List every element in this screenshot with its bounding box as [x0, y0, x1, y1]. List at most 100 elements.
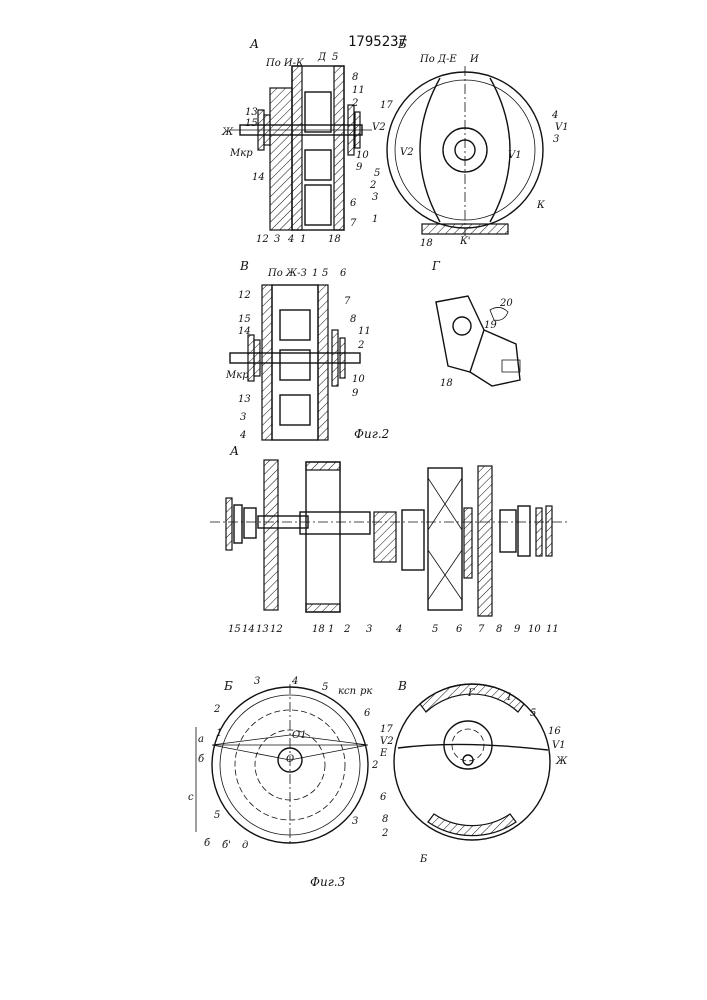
fig2-view-g-sketch: Г 20 19 18	[431, 259, 520, 389]
label-5: 5	[432, 624, 438, 635]
label-5: 5	[530, 708, 536, 719]
label-4: 4	[551, 110, 558, 121]
flange-right-1	[332, 330, 338, 386]
label-10: 10	[528, 624, 541, 635]
upper-block	[305, 92, 331, 132]
upper-block	[280, 310, 310, 340]
label-3-right: 3	[553, 134, 559, 145]
sketch-block	[470, 330, 520, 386]
flange-left-1	[248, 335, 254, 381]
part-1-rotor	[306, 462, 340, 612]
label-6: 6	[364, 708, 371, 719]
part-1-top	[306, 462, 340, 470]
figure-caption-2: Фиг.2	[354, 427, 389, 441]
label-14: 14	[238, 326, 251, 337]
label-5: 5	[374, 168, 380, 179]
label-17: 17	[380, 100, 393, 111]
label-d: Д	[317, 52, 327, 63]
label-17: 17	[380, 724, 393, 735]
label-ksp: ксп	[338, 686, 356, 697]
label-v1-inner: V1	[508, 150, 522, 161]
label-2-right: 2	[371, 760, 378, 771]
label-4: 4	[395, 624, 402, 635]
label-18: 18	[440, 378, 453, 389]
label-b-bottom: б	[204, 838, 211, 849]
label-12: 12	[270, 624, 283, 635]
view-letter: А	[249, 37, 259, 51]
part-7	[478, 466, 492, 616]
label-i: И	[469, 54, 479, 65]
label-6: 6	[456, 624, 463, 635]
part-5	[428, 468, 462, 610]
label-o1: О1	[292, 730, 307, 741]
flange-right-2	[340, 338, 345, 378]
label-6: 6	[380, 792, 387, 803]
chamber-wall-left	[420, 78, 440, 222]
fig3-view-v-circle: В Г 1 5 16 17 V2 E V1 Ж 6 8 2 Б	[379, 679, 568, 865]
rotor-wall-left	[292, 66, 302, 230]
part-9	[518, 506, 530, 556]
label-a: а	[198, 734, 204, 745]
label-5: 5	[322, 268, 328, 279]
label-c: с	[188, 792, 194, 803]
middle-block	[305, 150, 331, 180]
label-11: 11	[546, 624, 559, 635]
view-letter: В	[397, 679, 407, 693]
label-5-bottom: 5	[214, 810, 220, 821]
part-8	[500, 510, 516, 552]
label-b-prime: б'	[222, 840, 231, 851]
part-5-cross	[428, 478, 462, 600]
label-1: 1	[506, 692, 512, 703]
label-18: 18	[328, 234, 341, 245]
view-letter: Б	[397, 37, 407, 51]
label-3: 3	[372, 192, 378, 203]
part-13	[244, 508, 256, 538]
label-8: 8	[496, 624, 502, 635]
part-1-bottom	[306, 604, 340, 612]
label-10: 10	[356, 150, 369, 161]
base-plate	[422, 224, 508, 234]
label-1: 1	[372, 214, 378, 225]
label-rk: рк	[360, 686, 372, 697]
label-14: 14	[252, 172, 265, 183]
label-b: Б	[419, 854, 428, 865]
label-g: Г	[467, 688, 475, 699]
label-12: 12	[238, 290, 251, 301]
label-1: 1	[216, 728, 222, 739]
label-mkr: Мкр	[225, 370, 249, 381]
label-1: 1	[312, 268, 318, 279]
label-15: 15	[238, 314, 251, 325]
label-20: 20	[499, 298, 513, 309]
fig3-view-b-geometry: Б 3 4 5 ксп рк 2 6 1 О1 О 2 а б с 5 3 б …	[188, 676, 378, 851]
fig3-view-a-exploded: А 15 14 13 12 18 1 2 3 4 5 6 7 8 9 10	[210, 444, 570, 635]
section-caption: По Д-Е	[419, 54, 457, 65]
label-2: 2	[351, 98, 358, 109]
label-15: 15	[245, 118, 258, 129]
vane-line	[398, 744, 548, 750]
part-10	[536, 508, 542, 556]
section-caption: По Ж-З	[267, 268, 307, 279]
figure-caption-3: Фиг.3	[310, 875, 346, 889]
label-8: 8	[350, 314, 356, 325]
label-3: 3	[274, 234, 280, 245]
label-11: 11	[358, 326, 371, 337]
lower-block	[280, 395, 310, 425]
part-11	[546, 506, 552, 556]
left-disk	[270, 88, 292, 230]
label-9: 9	[356, 162, 363, 173]
label-2: 2	[369, 180, 376, 191]
label-zh: Ж	[555, 756, 568, 767]
label-14: 14	[242, 624, 255, 635]
label-16: 16	[548, 726, 561, 737]
label-d: д	[242, 840, 248, 851]
label-4: 4	[287, 234, 294, 245]
label-9: 9	[514, 624, 521, 635]
sketch-lever	[490, 307, 508, 320]
label-13: 13	[238, 394, 251, 405]
label-v1-outer: V1	[555, 122, 569, 133]
label-19: 19	[484, 320, 497, 331]
part-14	[234, 505, 242, 543]
label-v1: V1	[552, 740, 566, 751]
label-mkr: Мкр	[229, 148, 253, 159]
label-2: 2	[343, 624, 350, 635]
